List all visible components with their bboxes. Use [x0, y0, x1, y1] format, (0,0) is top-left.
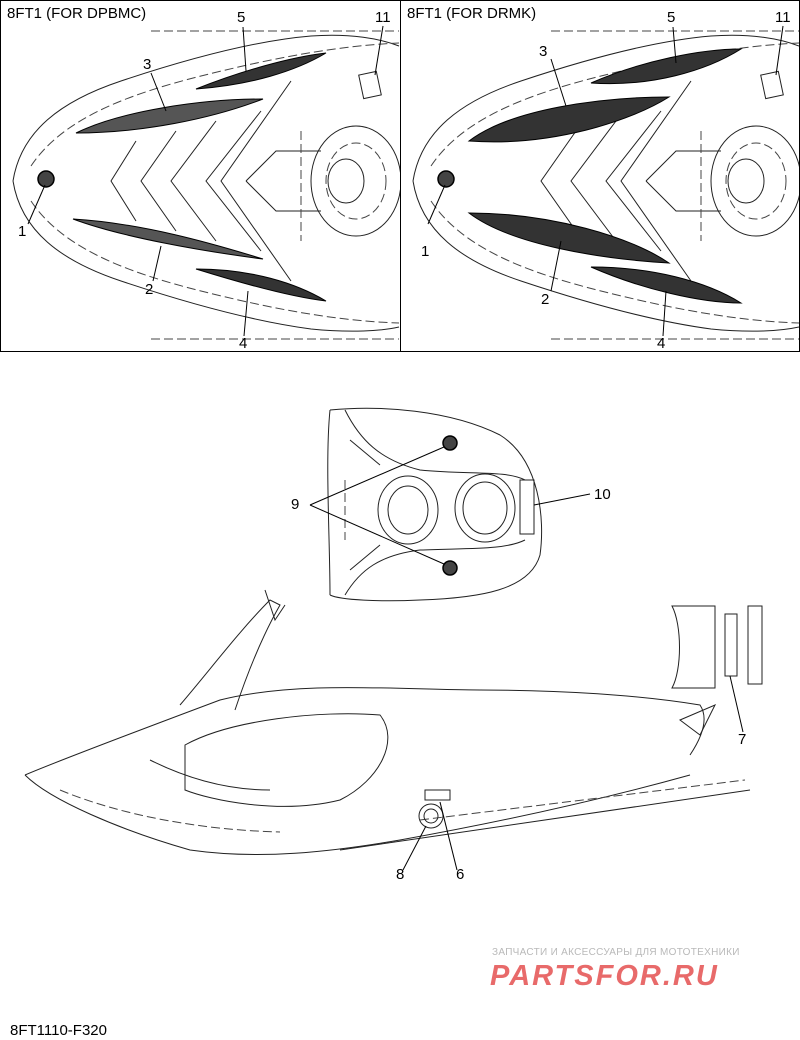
figure-code: 8FT1110-F320 — [10, 1022, 107, 1039]
callout-3: 3 — [539, 43, 548, 60]
callout-9: 9 — [291, 496, 300, 513]
diagram-panel-drmk: 8FT1 (FOR DRMK) 5 3 1 2 4 11 — [400, 0, 800, 352]
callout-5: 5 — [237, 9, 246, 26]
deck-top-view — [309, 407, 591, 602]
watermark-tagline: ЗАПЧАСТИ И АКСЕССУАРЫ ДЛЯ МОТОТЕХНИКИ — [492, 947, 740, 958]
callout-8: 8 — [396, 866, 405, 883]
callout-11: 11 — [375, 9, 391, 26]
callout-1: 1 — [421, 243, 430, 260]
panel-title: 8FT1 (FOR DPBMC) — [7, 5, 147, 22]
callout-4: 4 — [239, 335, 248, 352]
callout-4: 4 — [657, 335, 666, 352]
callout-10: 10 — [594, 486, 611, 503]
callout-7: 7 — [738, 731, 747, 748]
diagram-panel-dpbmc: 8FT1 (FOR DPBMC) 5 3 — [0, 0, 401, 352]
hood-illustration — [412, 25, 799, 340]
callout-6: 6 — [456, 866, 465, 883]
watercraft-side-view — [24, 589, 763, 871]
watermark-logo: PARTSFOR.RU — [490, 960, 719, 992]
callout-2: 2 — [541, 291, 550, 308]
panel-title: 8FT1 (FOR DRMK) — [407, 5, 537, 22]
hood-illustration — [12, 25, 400, 340]
callout-2: 2 — [145, 281, 154, 298]
callout-5: 5 — [667, 9, 676, 26]
callout-11: 11 — [775, 9, 791, 26]
callout-3: 3 — [143, 56, 152, 73]
callout-1: 1 — [18, 223, 27, 240]
